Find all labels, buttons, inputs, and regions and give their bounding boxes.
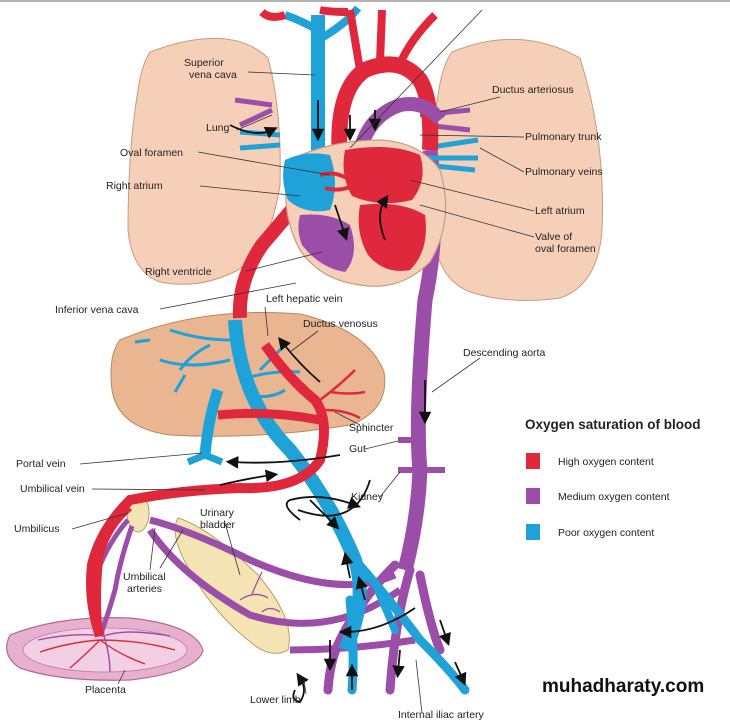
umbilical-vein-vessel	[86, 342, 329, 638]
svc-branch	[283, 5, 362, 44]
internal-iliac-artery-vessel	[415, 570, 445, 655]
label-left-atrium: Left atrium	[535, 205, 585, 217]
label-descending-aorta: Descending aorta	[463, 347, 545, 359]
legend-label-high: High oxygen content	[558, 456, 654, 468]
label-lower-limb: Lower limb	[250, 694, 301, 706]
oval-foramen-flow	[319, 171, 353, 192]
label-umbilical-vein: Umbilical vein	[20, 483, 85, 495]
portal-vein-vessel	[199, 388, 224, 456]
label-umbilicus: Umbilicus	[14, 523, 60, 535]
label-portal-vein: Portal vein	[16, 458, 66, 470]
aortic-branches	[346, 9, 438, 71]
umbilical-cord-artery-b	[97, 525, 135, 637]
label-pulmonary-veins: Pulmonary veins	[525, 166, 603, 178]
left-ventricle-chamber	[358, 203, 426, 271]
legend-label-poor: Poor oxygen content	[558, 527, 654, 539]
umbilical-cord-vein	[95, 505, 133, 637]
label-right-ventricle: Right ventricle	[145, 266, 212, 278]
legend-swatch-poor	[526, 524, 540, 540]
label-internal-iliac-artery: Internal iliac artery	[398, 709, 485, 721]
label-valve-of-oval-foramen: Valve of oval foramen	[535, 231, 596, 255]
legend-title: Oxygen saturation of blood	[525, 417, 701, 432]
label-inferior-vena-cava: Inferior vena cava	[55, 304, 139, 316]
legend-swatch-medium	[526, 488, 540, 504]
internal-iliac-vein	[374, 586, 399, 634]
right-atrium-chamber	[283, 153, 335, 212]
right-ventricle-chamber	[298, 214, 354, 272]
left-atrium-chamber	[343, 146, 423, 204]
label-superior-vena-cava: Superior vena cava	[184, 57, 237, 81]
label-sphincter: Sphincter	[349, 422, 394, 434]
liver-red-veins	[319, 369, 366, 420]
pulmonary-trunk-vessel	[353, 97, 446, 153]
label-right-atrium: Right atrium	[106, 180, 163, 192]
urinary-bladder	[174, 517, 290, 654]
liver-portal-red	[217, 408, 321, 425]
label-placenta: Placenta	[85, 684, 126, 696]
label-pulmonary-trunk: Pulmonary trunk	[525, 131, 602, 143]
labels: Superior vena cava Lung Oval foramen Rig…	[14, 57, 603, 721]
legend-swatch-high	[526, 453, 540, 469]
portal-vein-branch	[186, 451, 224, 466]
leader-lines	[71, 9, 535, 714]
label-gut: Gut	[349, 443, 366, 455]
flow-arrows	[219, 100, 467, 704]
label-urinary-bladder: Urinary bladder	[200, 507, 237, 531]
label-left-hepatic-vein: Left hepatic vein	[266, 293, 343, 305]
label-umbilical-arteries: Umbilical arteries	[123, 571, 169, 595]
bladder-vessels	[239, 571, 281, 613]
label-ductus-arteriosus: Ductus arteriosus	[492, 84, 574, 96]
label-kidney: Kidney	[351, 491, 384, 503]
lower-limb-vein	[350, 555, 470, 695]
legend: Oxygen saturation of blood High oxygen c…	[525, 417, 701, 540]
aortic-branch-left	[259, 6, 349, 21]
label-lung: Lung	[206, 122, 230, 134]
inferior-vena-cava-lower	[228, 319, 367, 653]
lower-limb-artery-2	[385, 565, 415, 695]
watermark: muhadharaty.com	[542, 676, 704, 697]
placenta-vessels	[37, 631, 176, 673]
label-oval-foramen: Oval foramen	[120, 147, 183, 159]
label-ductus-venosus: Ductus venosus	[303, 318, 378, 330]
legend-label-medium: Medium oxygen content	[558, 491, 670, 503]
